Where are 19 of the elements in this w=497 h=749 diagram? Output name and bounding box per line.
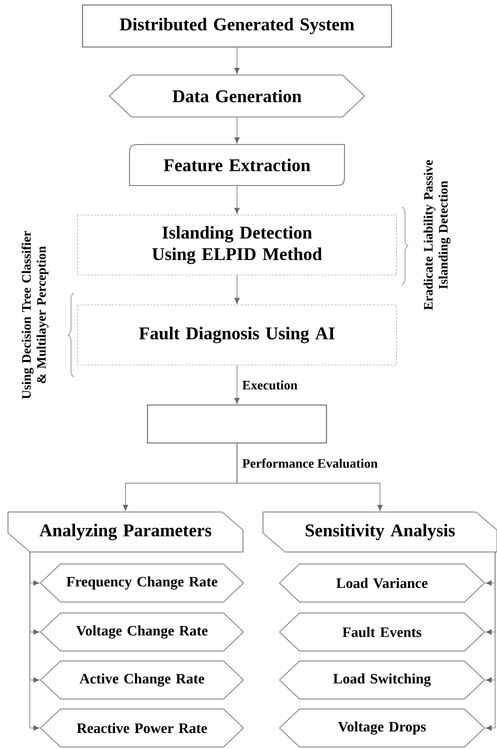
- header-box: Sensitivity Analysis: [262, 512, 497, 552]
- edge-label: Execution: [242, 380, 298, 390]
- arrow: [234, 364, 240, 404]
- process-box: [147, 404, 327, 444]
- arrow: [236, 442, 383, 512]
- arrow: [30, 552, 40, 731]
- edge-label: Performance Evaluation: [242, 458, 378, 468]
- arrow: [234, 185, 240, 214]
- arrow: [234, 274, 240, 304]
- dashed-box: Fault Diagnosis Using AI: [77, 304, 397, 366]
- arrow: [234, 46, 240, 74]
- process-box: Distributed Generated System: [82, 4, 392, 48]
- side-note: Eradicate Liability Passive Islanding Detection: [424, 160, 450, 310]
- dashed-box: Islanding Detection Using ELPID Method: [77, 214, 397, 276]
- side-note: Using Decision Tree Classifier & Multilayer Perception: [22, 231, 48, 399]
- arrow: [234, 116, 240, 144]
- display-box: Feature Extraction: [129, 144, 345, 186]
- header-box: Analyzing Parameters: [8, 512, 244, 552]
- arrow: [485, 552, 496, 731]
